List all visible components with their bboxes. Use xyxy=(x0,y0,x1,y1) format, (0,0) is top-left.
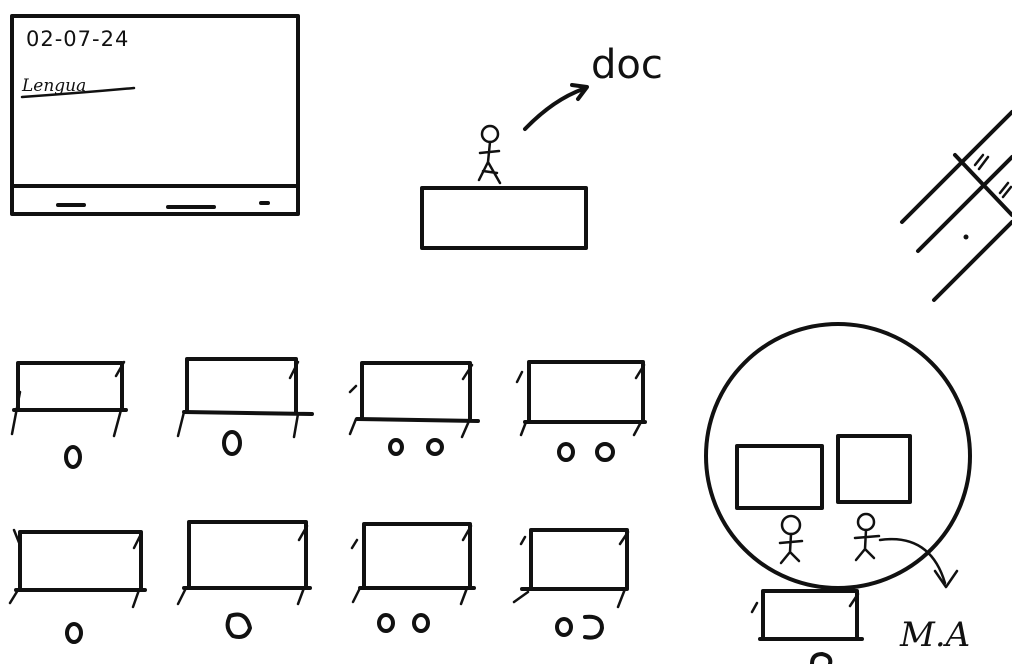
student-seat xyxy=(222,430,242,456)
teacher-label: doc xyxy=(591,42,663,88)
student-seat xyxy=(583,614,604,640)
student-seat xyxy=(377,613,395,633)
subject-underline xyxy=(20,86,136,99)
desk xyxy=(350,522,476,633)
student-seat xyxy=(595,442,615,462)
assistant-arrow-head xyxy=(933,569,959,589)
whiteboard-subject: Lengua xyxy=(21,76,86,96)
desk xyxy=(8,528,147,644)
assistant-figure xyxy=(853,512,881,562)
desk xyxy=(176,520,312,639)
desk xyxy=(515,360,647,462)
student-seat xyxy=(388,438,404,456)
student-seat xyxy=(225,612,252,639)
side-shelf xyxy=(900,110,1012,302)
whiteboard: 02-07-24 Lengua xyxy=(10,14,300,216)
assistant-group: M.A xyxy=(704,322,972,664)
teacher-arrow xyxy=(523,87,585,131)
desk xyxy=(10,360,128,469)
student-figure xyxy=(778,514,804,565)
group-desk-left xyxy=(735,444,824,510)
desk xyxy=(512,528,630,640)
student-seat xyxy=(810,652,833,664)
assistant-label: M.A xyxy=(899,615,970,655)
student-seat xyxy=(557,442,575,462)
extra-desk xyxy=(750,589,864,664)
group-desk-right xyxy=(836,434,912,504)
whiteboard-frame xyxy=(10,14,300,216)
whiteboard-date: 02-07-24 xyxy=(26,27,129,51)
desk xyxy=(176,357,314,456)
student-seat xyxy=(64,445,82,469)
student-desks xyxy=(8,357,647,644)
group-circle xyxy=(704,322,972,590)
student-seat xyxy=(555,617,573,637)
teacher-desk xyxy=(420,186,588,250)
teacher-arrow-head xyxy=(570,83,589,101)
teacher-area: doc xyxy=(420,42,663,250)
student-seat xyxy=(65,622,83,644)
student-seat xyxy=(426,438,444,456)
assistant-arrow xyxy=(878,537,947,585)
student-seat xyxy=(412,613,430,633)
teacher-figure xyxy=(477,124,502,185)
desk xyxy=(348,361,480,456)
